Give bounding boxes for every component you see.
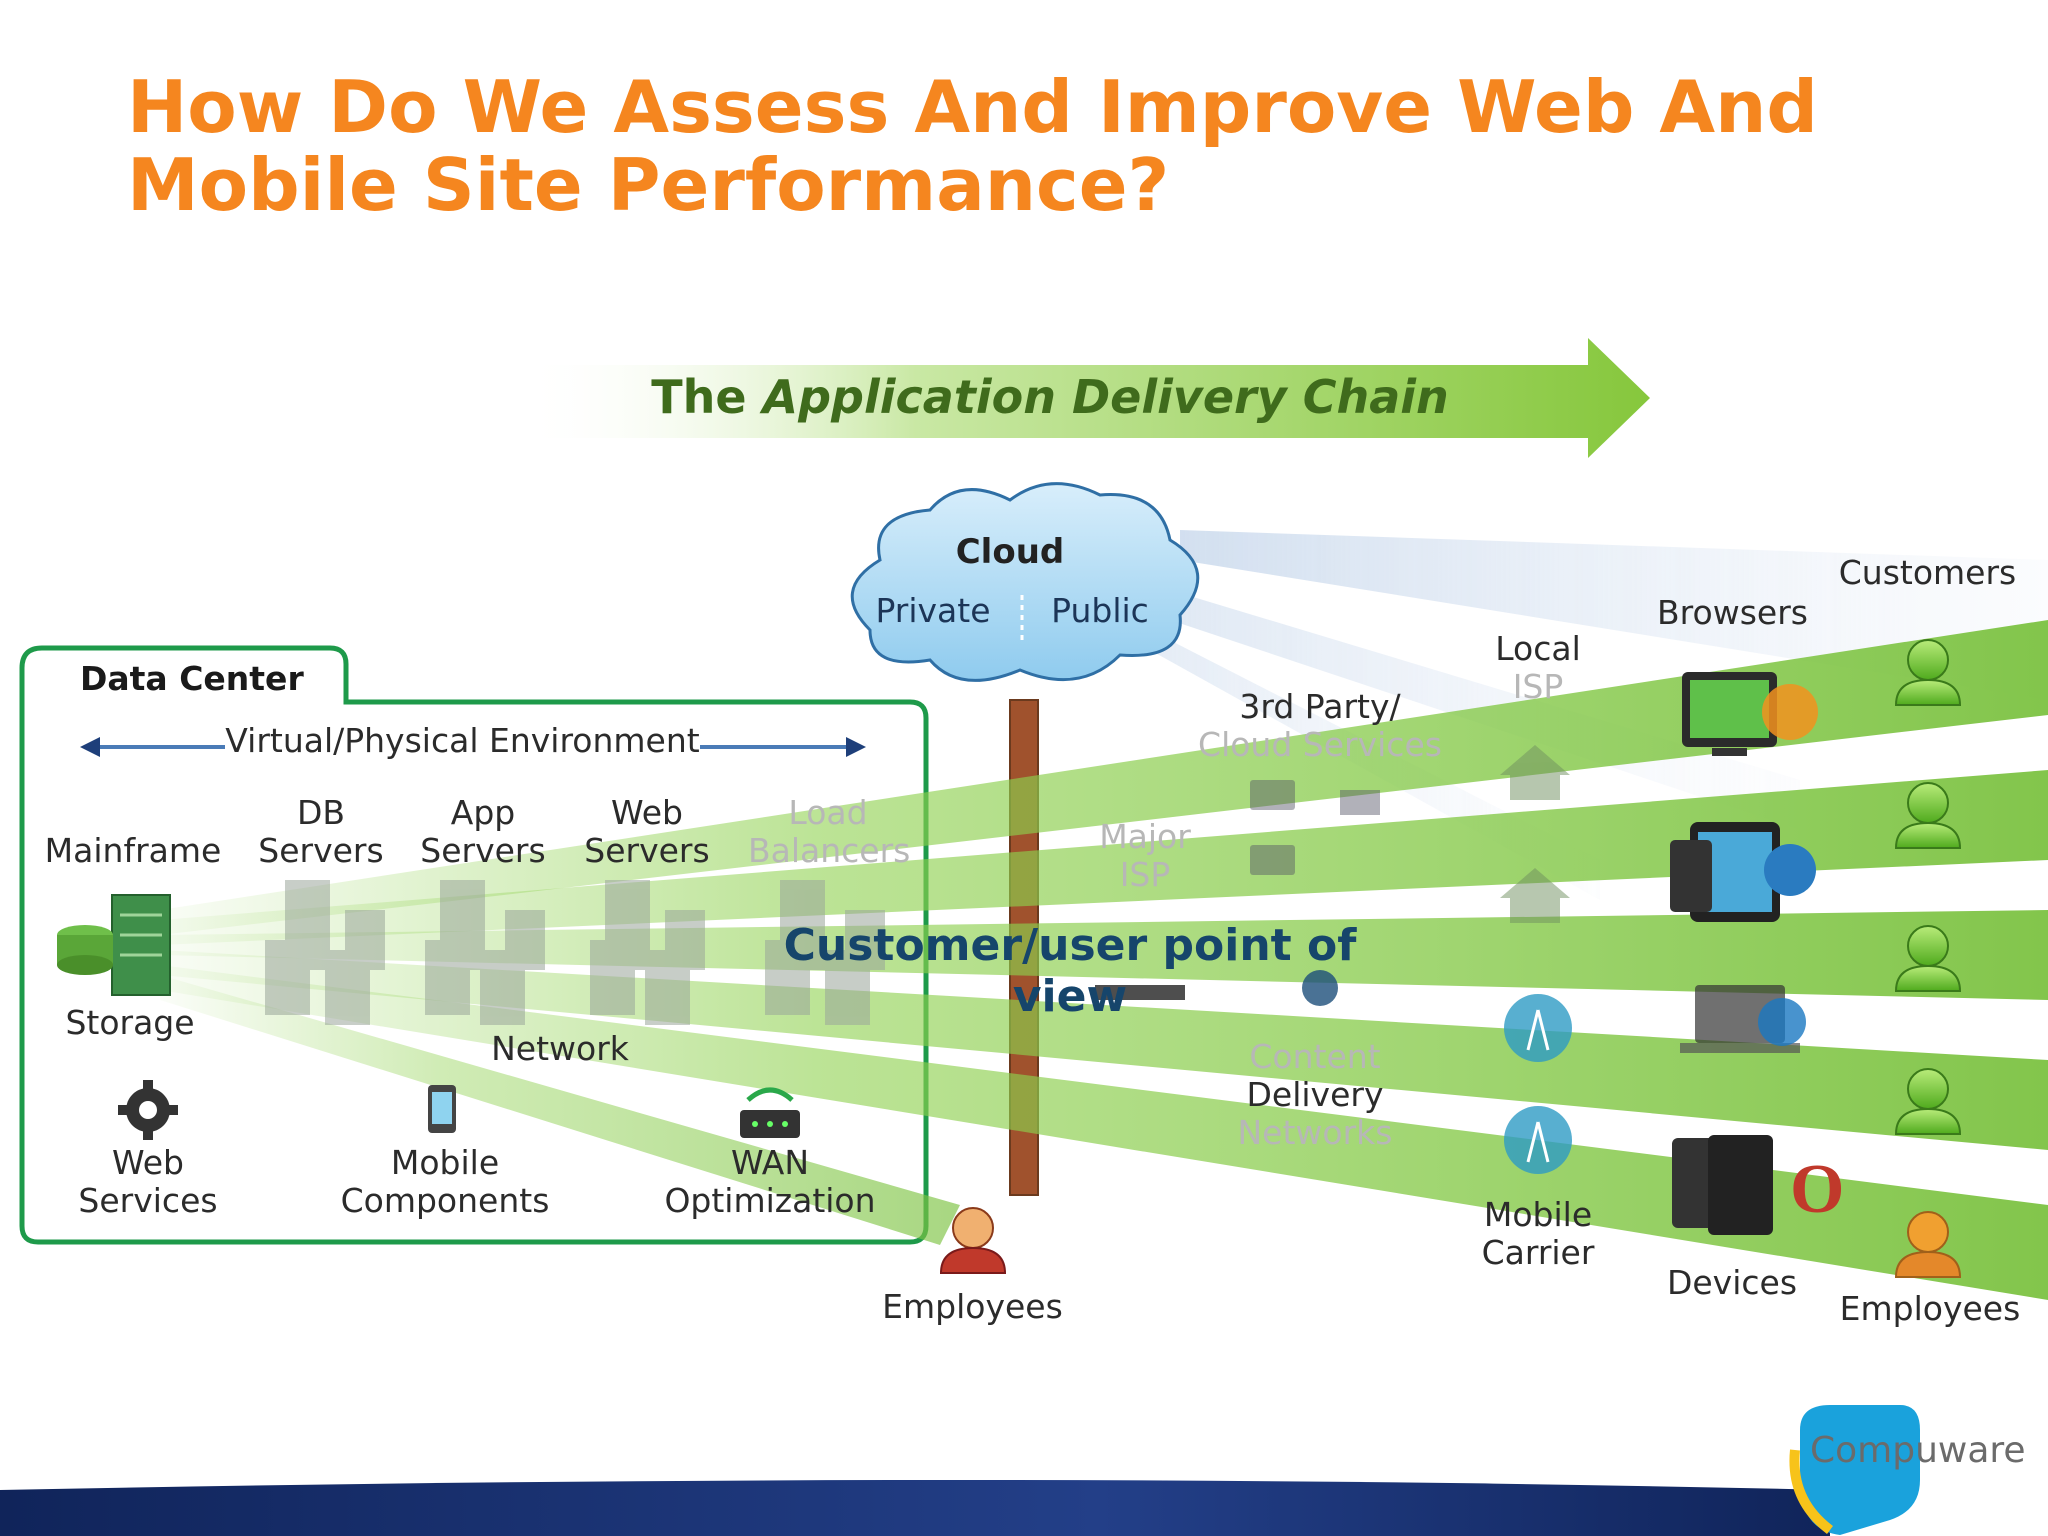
network-label: Network [491, 1029, 629, 1068]
cloud-private-label: Private [875, 591, 991, 630]
local-isp-line2: ISP [1512, 667, 1564, 706]
customer-person-icons [1894, 639, 1962, 1278]
browser-monitor-icon [1682, 672, 1818, 756]
web-services-line2: Services [78, 1181, 218, 1220]
browsers-label: Browsers [1657, 593, 1808, 632]
web-servers-line2: Servers [584, 831, 710, 870]
data-center-title: Data Center [80, 659, 304, 698]
employees-middle-label: Employees [882, 1287, 1063, 1326]
environment-arrow [80, 737, 866, 757]
cdn-line2: Delivery [1246, 1075, 1384, 1114]
wan-router-icon [740, 1087, 800, 1138]
app-servers-line1: App [450, 793, 516, 832]
gear-icon [118, 1080, 178, 1140]
logo-text: Compuware [1810, 1430, 2026, 1471]
web-services-line1: Web [112, 1143, 184, 1182]
cloud-shape [850, 482, 1200, 682]
server-icons [265, 880, 885, 1025]
local-isp-line1: Local [1495, 629, 1581, 668]
cloud-public-label: Public [1051, 591, 1149, 630]
mainframe-label: Mainframe [44, 831, 222, 870]
employee-person-icon [939, 1207, 1007, 1274]
data-center-box [19, 645, 929, 1245]
environment-label: Virtual/Physical Environment [225, 721, 700, 760]
load-balancers-line1: Load [788, 793, 868, 832]
delivery-chain-prefix: The [651, 370, 747, 424]
third-party-label: 3rd Party/Cloud Services [1195, 688, 1445, 764]
app-servers-line2: Servers [420, 831, 546, 870]
major-isp-icon [1095, 985, 1185, 1000]
tower-icons [1504, 994, 1572, 1174]
storage-label: Storage [65, 1003, 195, 1042]
slide-title: How Do We Assess And Improve Web And Mob… [127, 65, 1818, 227]
delivery-chain-label: The Application Delivery Chain [620, 370, 1480, 424]
major-isp-line2: ISP [1119, 855, 1171, 894]
web-servers-line1: Web [611, 793, 683, 832]
customer-pov-label: Customer/user point of view [783, 920, 1357, 1022]
devices-icon: O [1672, 1135, 1844, 1235]
devices-label: Devices [1666, 1263, 1798, 1302]
third-party-icons [1250, 780, 1380, 875]
cdn-line3: Networks [1237, 1113, 1393, 1152]
wan-optimization-line1: WAN [730, 1143, 810, 1182]
wan-optimization-line2: Optimization [664, 1181, 876, 1220]
cdn-line1: Content [1249, 1037, 1381, 1076]
mobile-components-line1: Mobile [390, 1143, 500, 1182]
mobile-phone-icon [428, 1085, 456, 1133]
mobile-carrier-line1: Mobile [1483, 1195, 1593, 1234]
employees-right-label: Employees [1839, 1289, 2021, 1328]
compuware-logo-icon [1789, 1405, 1920, 1535]
mobile-components-line2: Components [340, 1181, 550, 1220]
cdn-globe-icon [1302, 970, 1338, 1006]
customers-label: Customers [1838, 553, 2017, 592]
third-party-line2: Cloud Services [1198, 725, 1442, 764]
major-isp-line1: Major [1099, 817, 1191, 856]
laptop-icon [1680, 985, 1806, 1053]
mobile-carrier-line2: Carrier [1481, 1233, 1595, 1272]
db-servers-line1: DB [296, 793, 346, 832]
mainframe-storage-icon [57, 894, 171, 996]
svg-text:O: O [1790, 1151, 1844, 1228]
delivery-chain-arrow [520, 338, 1650, 458]
house-icons [1500, 745, 1570, 923]
delivery-chain-emphasis: Application Delivery Chain [762, 370, 1449, 424]
load-balancers-line2: Balancers [748, 831, 911, 870]
tablet-phone-icon [1670, 822, 1816, 922]
footer-band [0, 1480, 1830, 1536]
third-party-line1: 3rd Party/ [1239, 687, 1401, 726]
db-servers-line2: Servers [258, 831, 384, 870]
cloud-title: Cloud [955, 532, 1065, 572]
